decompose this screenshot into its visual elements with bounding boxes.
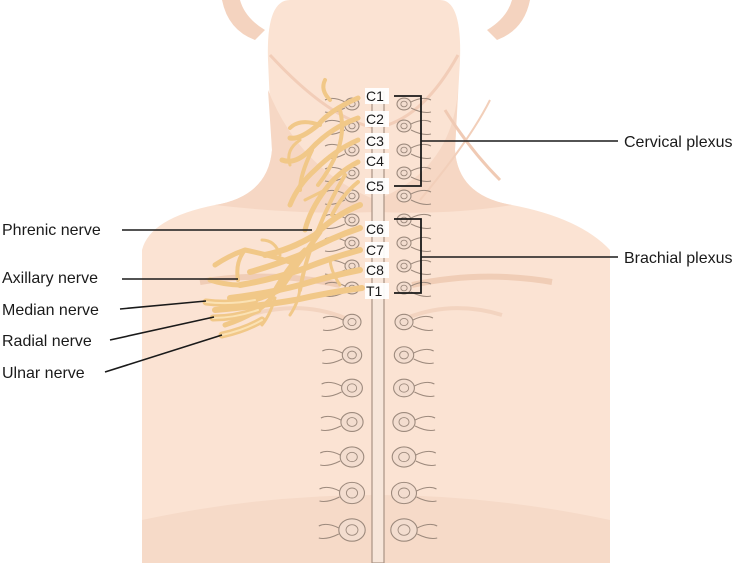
median-nerve-label: Median nerve	[2, 302, 99, 319]
vertebra	[396, 189, 432, 205]
axillary-nerve-label: Axillary nerve	[2, 270, 98, 287]
vertebra	[390, 518, 438, 542]
svg-text:C5: C5	[366, 178, 384, 194]
vertebra-label-c3: C3	[365, 133, 389, 149]
nerve-network	[202, 78, 365, 339]
nerve-labels: Phrenic nerve Axillary nerve Median nerv…	[2, 134, 733, 382]
vertebra	[396, 259, 432, 275]
svg-text:T1: T1	[366, 283, 383, 299]
svg-text:C4: C4	[366, 153, 384, 169]
vertebra	[320, 412, 364, 432]
vertebra-label-c7: C7	[365, 242, 389, 258]
ulnar-leader	[104, 334, 223, 373]
vertebra	[319, 446, 365, 468]
median-leader	[119, 300, 207, 310]
vertebra	[393, 346, 434, 364]
svg-text:C7: C7	[366, 242, 384, 258]
vertebra	[396, 119, 432, 135]
vertebra	[391, 446, 437, 468]
vertebra	[394, 313, 434, 331]
vertebra-label-c5: C5	[365, 178, 389, 194]
vertebra	[392, 412, 436, 432]
vertebra	[321, 378, 363, 398]
vertebra	[396, 97, 432, 113]
vertebra	[396, 236, 432, 252]
vertebra	[396, 143, 432, 159]
svg-text:C6: C6	[366, 221, 384, 237]
svg-text:C8: C8	[366, 262, 384, 278]
ulnar-nerve-label: Ulnar nerve	[2, 365, 85, 382]
vertebra-label-c4: C4	[365, 153, 389, 169]
vertebra-label-t1: T1	[365, 283, 389, 299]
radial-nerve-label: Radial nerve	[2, 333, 92, 350]
svg-text:C3: C3	[366, 133, 384, 149]
leader-lines	[104, 140, 618, 373]
brachial-plexus-label: Brachial plexus	[624, 250, 733, 267]
cervical-plexus-label: Cervical plexus	[624, 134, 732, 151]
vertebra	[396, 166, 432, 182]
vertebra	[318, 518, 366, 542]
vertebra	[396, 213, 432, 229]
vertebra	[390, 481, 437, 505]
radial-leader	[109, 316, 215, 341]
vertebra	[322, 313, 362, 331]
brachial-plexus-bracket	[394, 218, 422, 294]
vertebra-label-c1: C1	[365, 88, 389, 104]
vertebra	[393, 378, 435, 398]
svg-text:C2: C2	[366, 111, 384, 127]
vertebra-label-c2: C2	[365, 111, 389, 127]
vertebra-label-c8: C8	[365, 262, 389, 278]
vertebra	[319, 481, 366, 505]
phrenic-nerve-label: Phrenic nerve	[2, 222, 101, 239]
spinal-column	[318, 91, 438, 563]
vertebra-label-c6: C6	[365, 221, 389, 237]
svg-text:C1: C1	[366, 88, 384, 104]
vertebra	[322, 346, 363, 364]
